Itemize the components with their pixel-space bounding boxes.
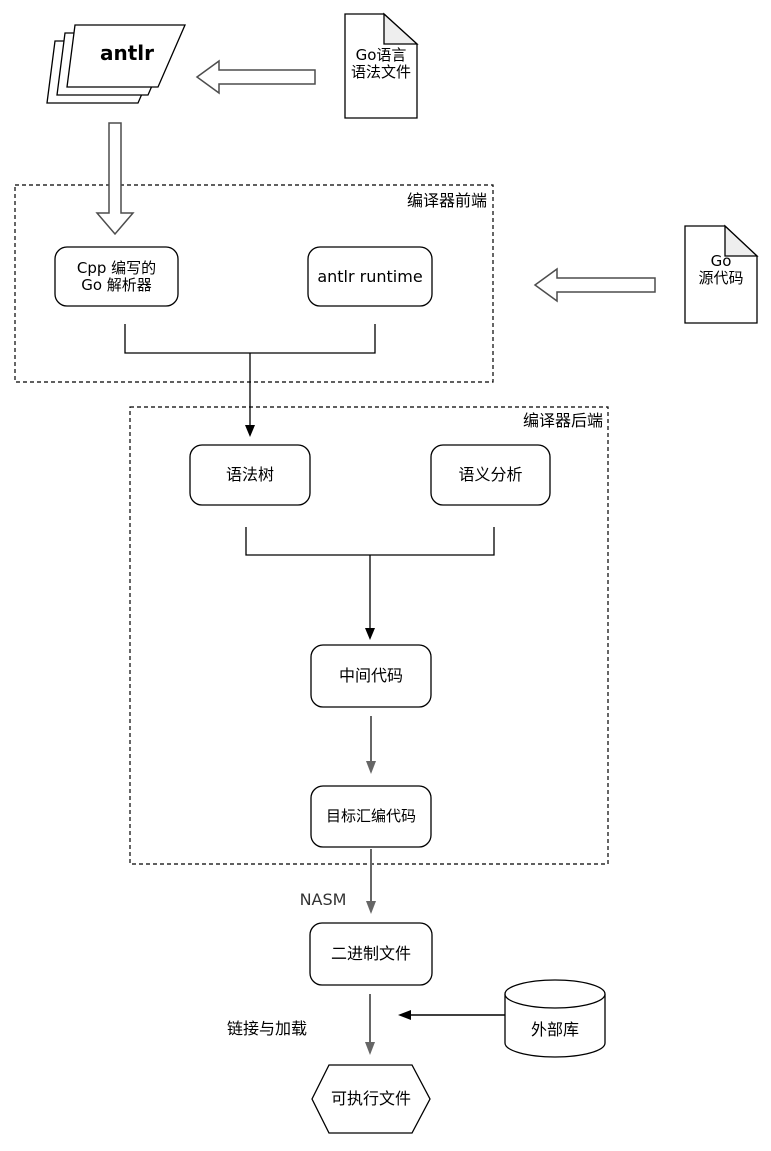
cpp-parser-line1: Cpp 编写的 bbox=[76, 258, 157, 277]
antlr-card-front bbox=[66, 24, 186, 88]
doc-fold-corner bbox=[383, 12, 419, 45]
go-grammar-doc-shape bbox=[344, 12, 419, 119]
antlr-label: antlr bbox=[99, 41, 154, 65]
antlr-runtime-label: antlr runtime bbox=[317, 266, 423, 286]
syntax-tree-label: 语法树 bbox=[225, 465, 274, 484]
antlr-card-stack bbox=[46, 24, 186, 104]
source-to-frontend-arrow bbox=[533, 267, 656, 303]
arrowhead-to-executable bbox=[365, 1042, 375, 1055]
binary-file-label: 二进制文件 bbox=[330, 944, 411, 963]
link-and-load-edge-label: 链接与加载 bbox=[227, 1019, 308, 1038]
doc-fold-corner bbox=[724, 224, 759, 257]
go-source-doc-shape bbox=[684, 224, 759, 324]
executable-file-hexagon bbox=[311, 1064, 431, 1134]
intermediate-code-label: 中间代码 bbox=[338, 666, 403, 685]
arrowhead-to-intermediate-code bbox=[365, 628, 375, 640]
go-source-line2: 源代码 bbox=[698, 269, 744, 287]
go-grammar-line2: 语法文件 bbox=[350, 63, 411, 81]
cylinder-body bbox=[504, 994, 606, 1058]
frontend-group-label: 编译器前端 bbox=[406, 191, 487, 210]
semantic-analysis-label: 语义分析 bbox=[458, 465, 523, 484]
intermediate-code-box bbox=[310, 644, 432, 708]
target-assembly-box bbox=[310, 785, 432, 848]
antlr-to-frontend-arrow bbox=[95, 122, 135, 236]
external-library-label: 外部库 bbox=[530, 1020, 579, 1039]
go-grammar-line1: Go语言 bbox=[355, 46, 407, 64]
cylinder-top bbox=[504, 979, 606, 1009]
executable-file-label: 可执行文件 bbox=[330, 1089, 411, 1108]
grammar-to-antlr-arrow bbox=[195, 59, 316, 95]
go-source-doc-label: Go 源代码 bbox=[685, 253, 757, 287]
go-source-line1: Go bbox=[710, 252, 732, 270]
backend-merge-connector bbox=[245, 527, 495, 556]
frontend-merge-connector bbox=[124, 324, 376, 354]
syntax-tree-box bbox=[189, 444, 311, 506]
arrowhead-from-external-lib bbox=[398, 1010, 411, 1020]
semantic-analysis-box bbox=[430, 444, 551, 506]
antlr-runtime-box bbox=[307, 246, 433, 307]
arrowhead-to-target-assembly bbox=[366, 761, 376, 774]
cpp-go-parser-box bbox=[54, 246, 179, 307]
target-assembly-label: 目标汇编代码 bbox=[325, 807, 416, 825]
external-library-cylinder bbox=[504, 979, 606, 1058]
arrowhead-to-binary-file bbox=[366, 901, 376, 914]
nasm-edge-label: NASM bbox=[299, 890, 347, 909]
frontend-group-box bbox=[14, 184, 494, 383]
backend-group-box bbox=[129, 406, 609, 865]
backend-group-label: 编译器后端 bbox=[522, 411, 603, 430]
cpp-parser-line2: Go 解析器 bbox=[81, 275, 152, 294]
arrowhead-to-syntax-tree bbox=[245, 425, 255, 437]
binary-file-box bbox=[309, 922, 433, 986]
cpp-go-parser-label: Cpp 编写的 Go 解析器 bbox=[55, 247, 178, 306]
go-grammar-doc-label: Go语言 语法文件 bbox=[345, 47, 417, 81]
